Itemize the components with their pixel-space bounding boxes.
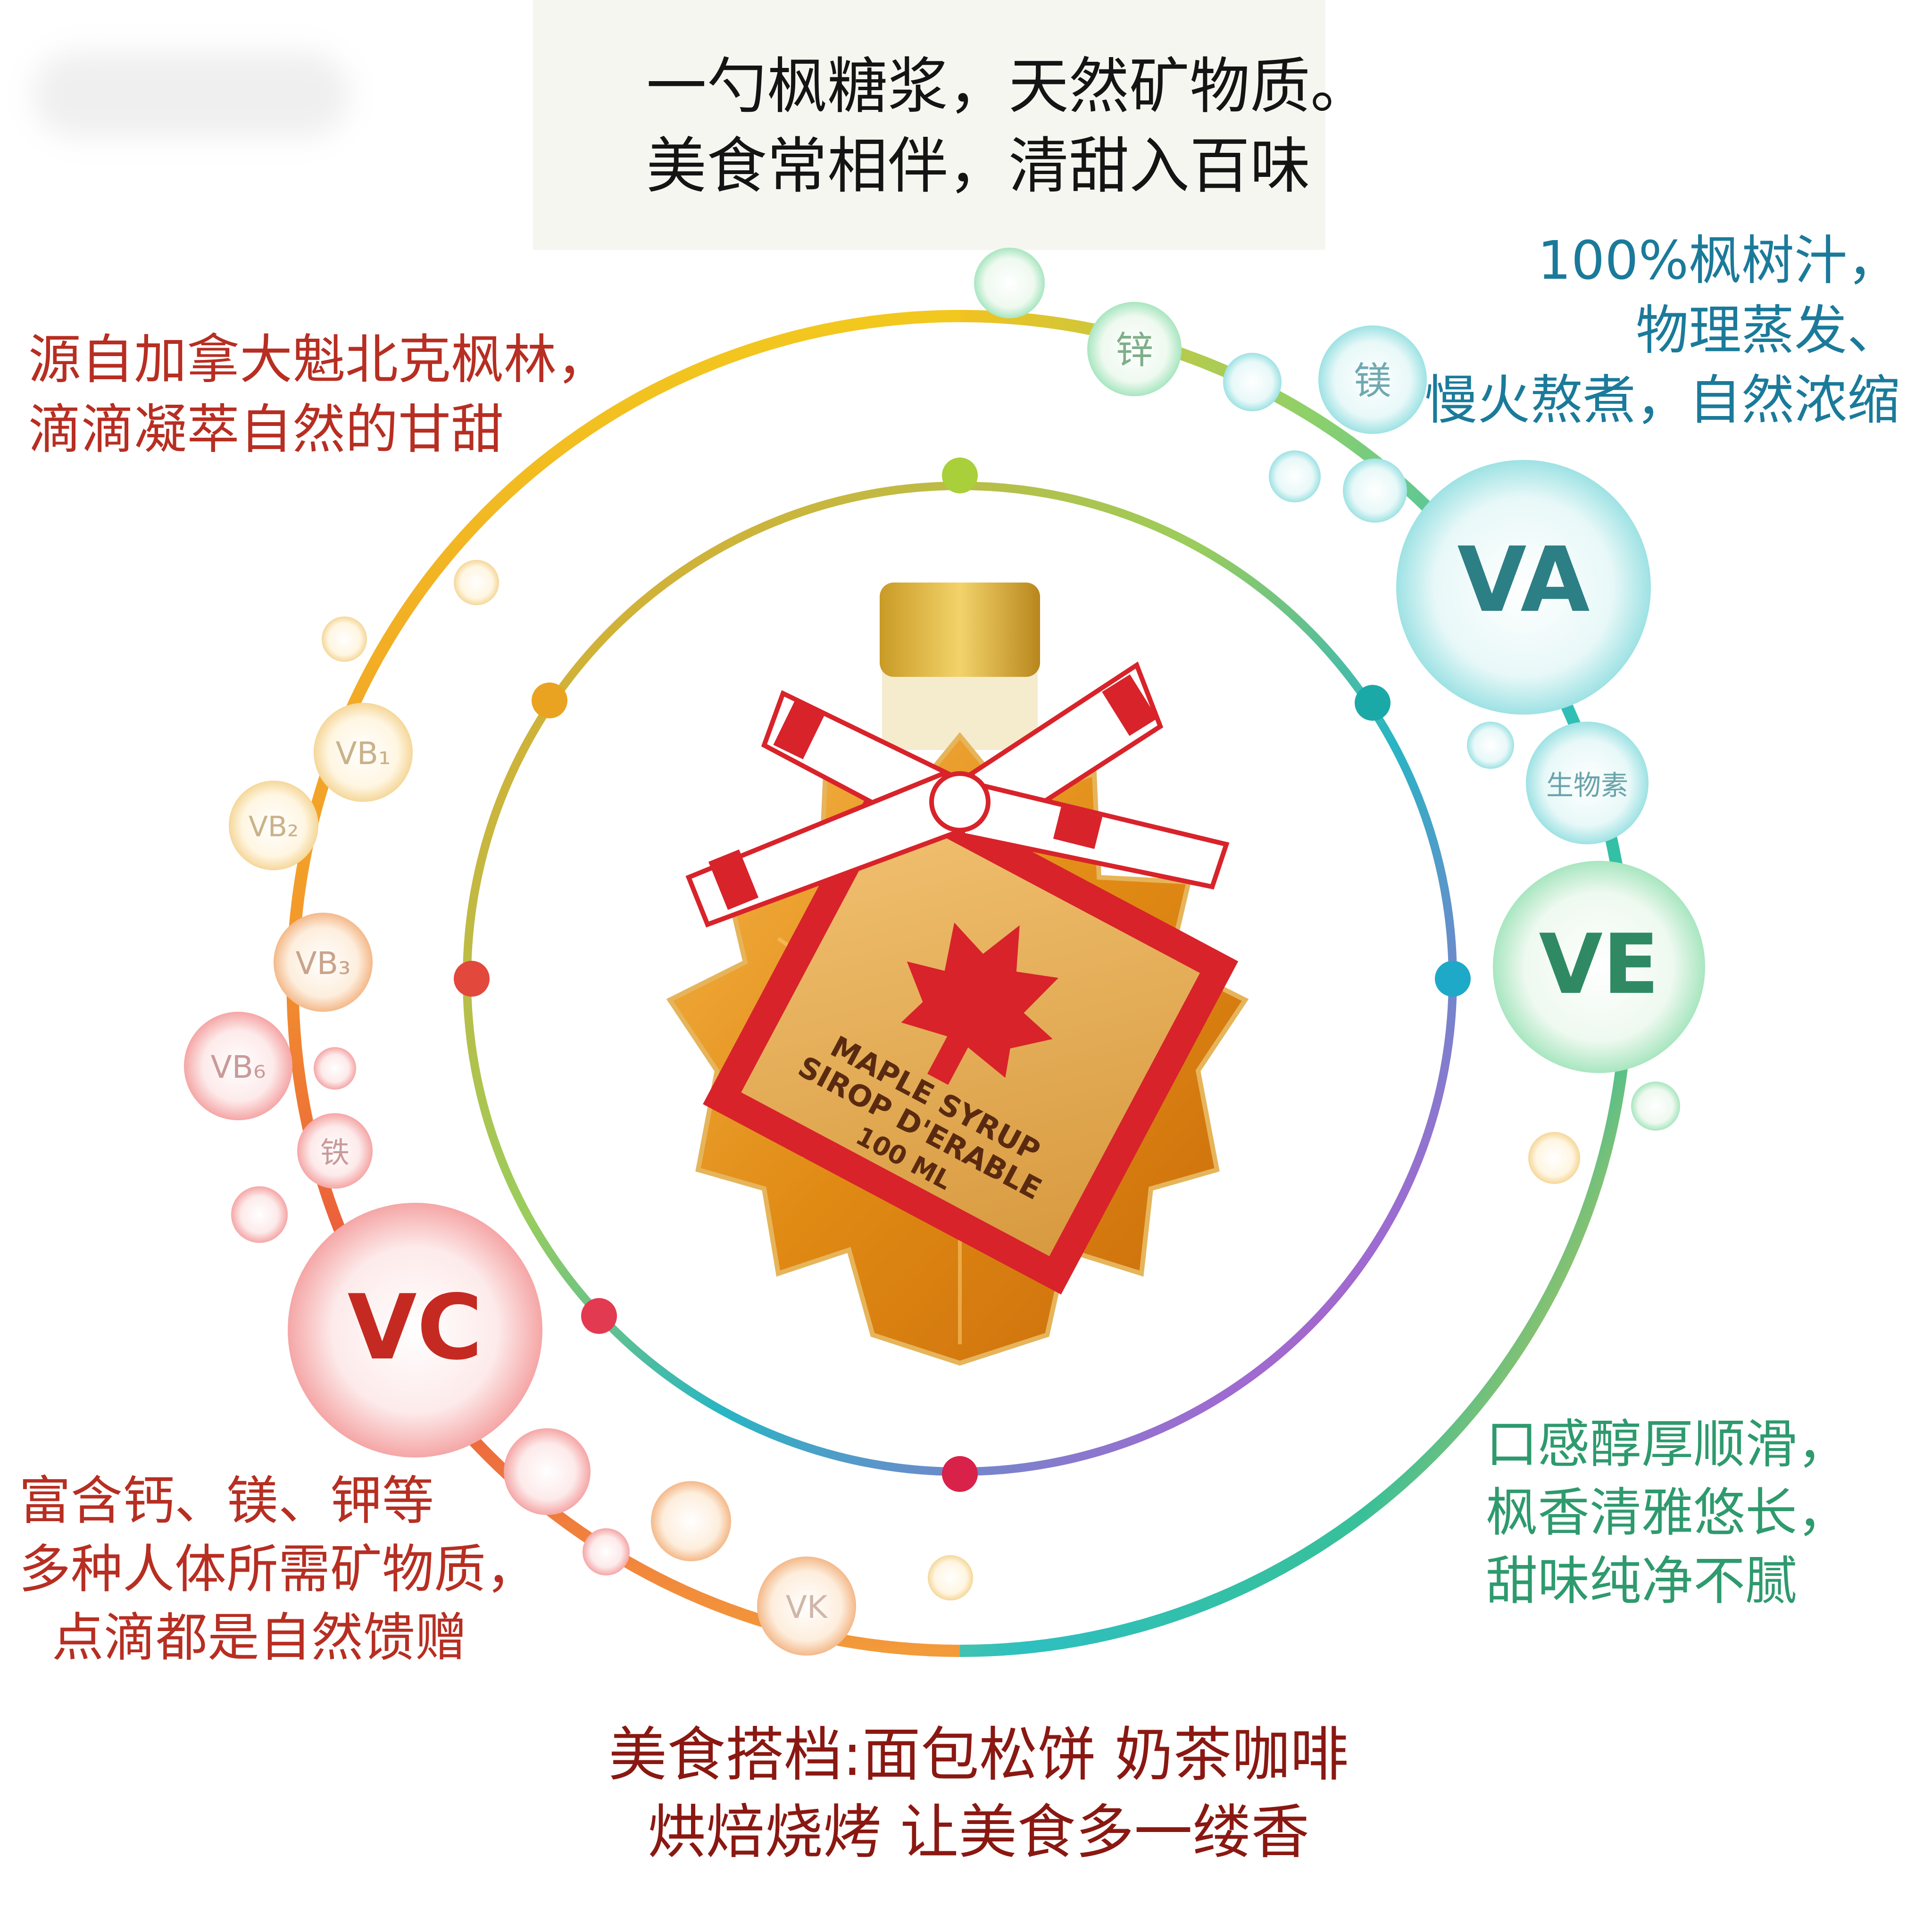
taste-note: 口感醇厚顺滑， 枫香清雅悠长， 甜味纯净不腻 bbox=[1486, 1414, 1849, 1612]
bubble-biotin: 生物素 bbox=[1526, 722, 1649, 844]
bubble-zinc: 锌 bbox=[1087, 302, 1182, 396]
decorative-bubbles bbox=[231, 248, 1680, 1600]
bubble-vc-label: VC bbox=[348, 1275, 483, 1380]
bubble-vk: VK bbox=[757, 1557, 856, 1656]
bubble-vb3: VB₃ bbox=[274, 913, 373, 1012]
minerals-note: 富含钙、镁、钾等 多种人体所需矿物质， 点滴都是自然馈赠 bbox=[19, 1471, 538, 1668]
ring-dot bbox=[1355, 685, 1391, 721]
headline-line-1: 一勺枫糖浆，天然矿物质。 bbox=[646, 51, 1371, 122]
bubble-magnesium-label: 镁 bbox=[1354, 359, 1391, 403]
inner-ring-dots bbox=[454, 458, 1471, 1492]
maple-syrup-bottle: MAPLE SYRUP SIROP D'ERABLE 100 ML bbox=[666, 583, 1249, 1366]
bubble-vb3-label: VB₃ bbox=[296, 945, 351, 982]
bubble-vb2: VB₂ bbox=[229, 781, 318, 870]
headline: 一勺枫糖浆，天然矿物质。 美食常相伴，清甜入百味 bbox=[646, 47, 1371, 207]
pairing-caption: 美食搭档:面包松饼 奶茶咖啡 烘焙烧烤 让美食多一缕香 bbox=[608, 1721, 1349, 1866]
bubble-vb1-label: VB₁ bbox=[336, 735, 391, 772]
bubble-iron-label: 铁 bbox=[320, 1135, 350, 1170]
bubble-iron: 铁 bbox=[297, 1113, 373, 1189]
bubble-biotin-label: 生物素 bbox=[1546, 769, 1628, 801]
tag-maple-leaf-icon bbox=[901, 922, 1058, 1085]
bubble-vb1: VB₁ bbox=[314, 703, 413, 802]
flag-ribbon-bow bbox=[685, 661, 1230, 928]
bubble-vb2-label: VB₂ bbox=[249, 810, 299, 843]
ring-dot bbox=[581, 1298, 617, 1334]
ring-dot bbox=[942, 1456, 978, 1492]
ring-dot bbox=[532, 683, 567, 718]
bubble-vk-label: VK bbox=[786, 1589, 828, 1625]
bubble-vb6-label: VB₆ bbox=[211, 1049, 266, 1085]
origin-note: 源自加拿大魁北克枫林， 滴滴凝萃自然的甘甜 bbox=[28, 329, 609, 460]
bubble-va: VA bbox=[1396, 460, 1651, 715]
bubble-vc: VC bbox=[288, 1203, 542, 1457]
top-banner bbox=[533, 0, 1325, 250]
bottle-cap bbox=[880, 583, 1040, 677]
ring-dot bbox=[942, 458, 978, 493]
blurred-watermark bbox=[33, 52, 349, 137]
ring-dot bbox=[1435, 961, 1471, 997]
ring-dot bbox=[454, 961, 490, 997]
bubble-ve-label: VE bbox=[1539, 917, 1659, 1013]
headline-line-2: 美食常相伴，清甜入百味 bbox=[646, 131, 1311, 201]
bubble-ve: VE bbox=[1493, 861, 1705, 1073]
bubble-va-label: VA bbox=[1457, 528, 1590, 632]
bubble-magnesium: 镁 bbox=[1318, 325, 1427, 434]
bubble-vb6: VB₆ bbox=[184, 1012, 292, 1120]
process-note: 100%枫树汁， 物理蒸发、 慢火熬煮，自然浓缩 bbox=[1424, 230, 1900, 431]
bubble-zinc-label: 锌 bbox=[1116, 328, 1153, 372]
